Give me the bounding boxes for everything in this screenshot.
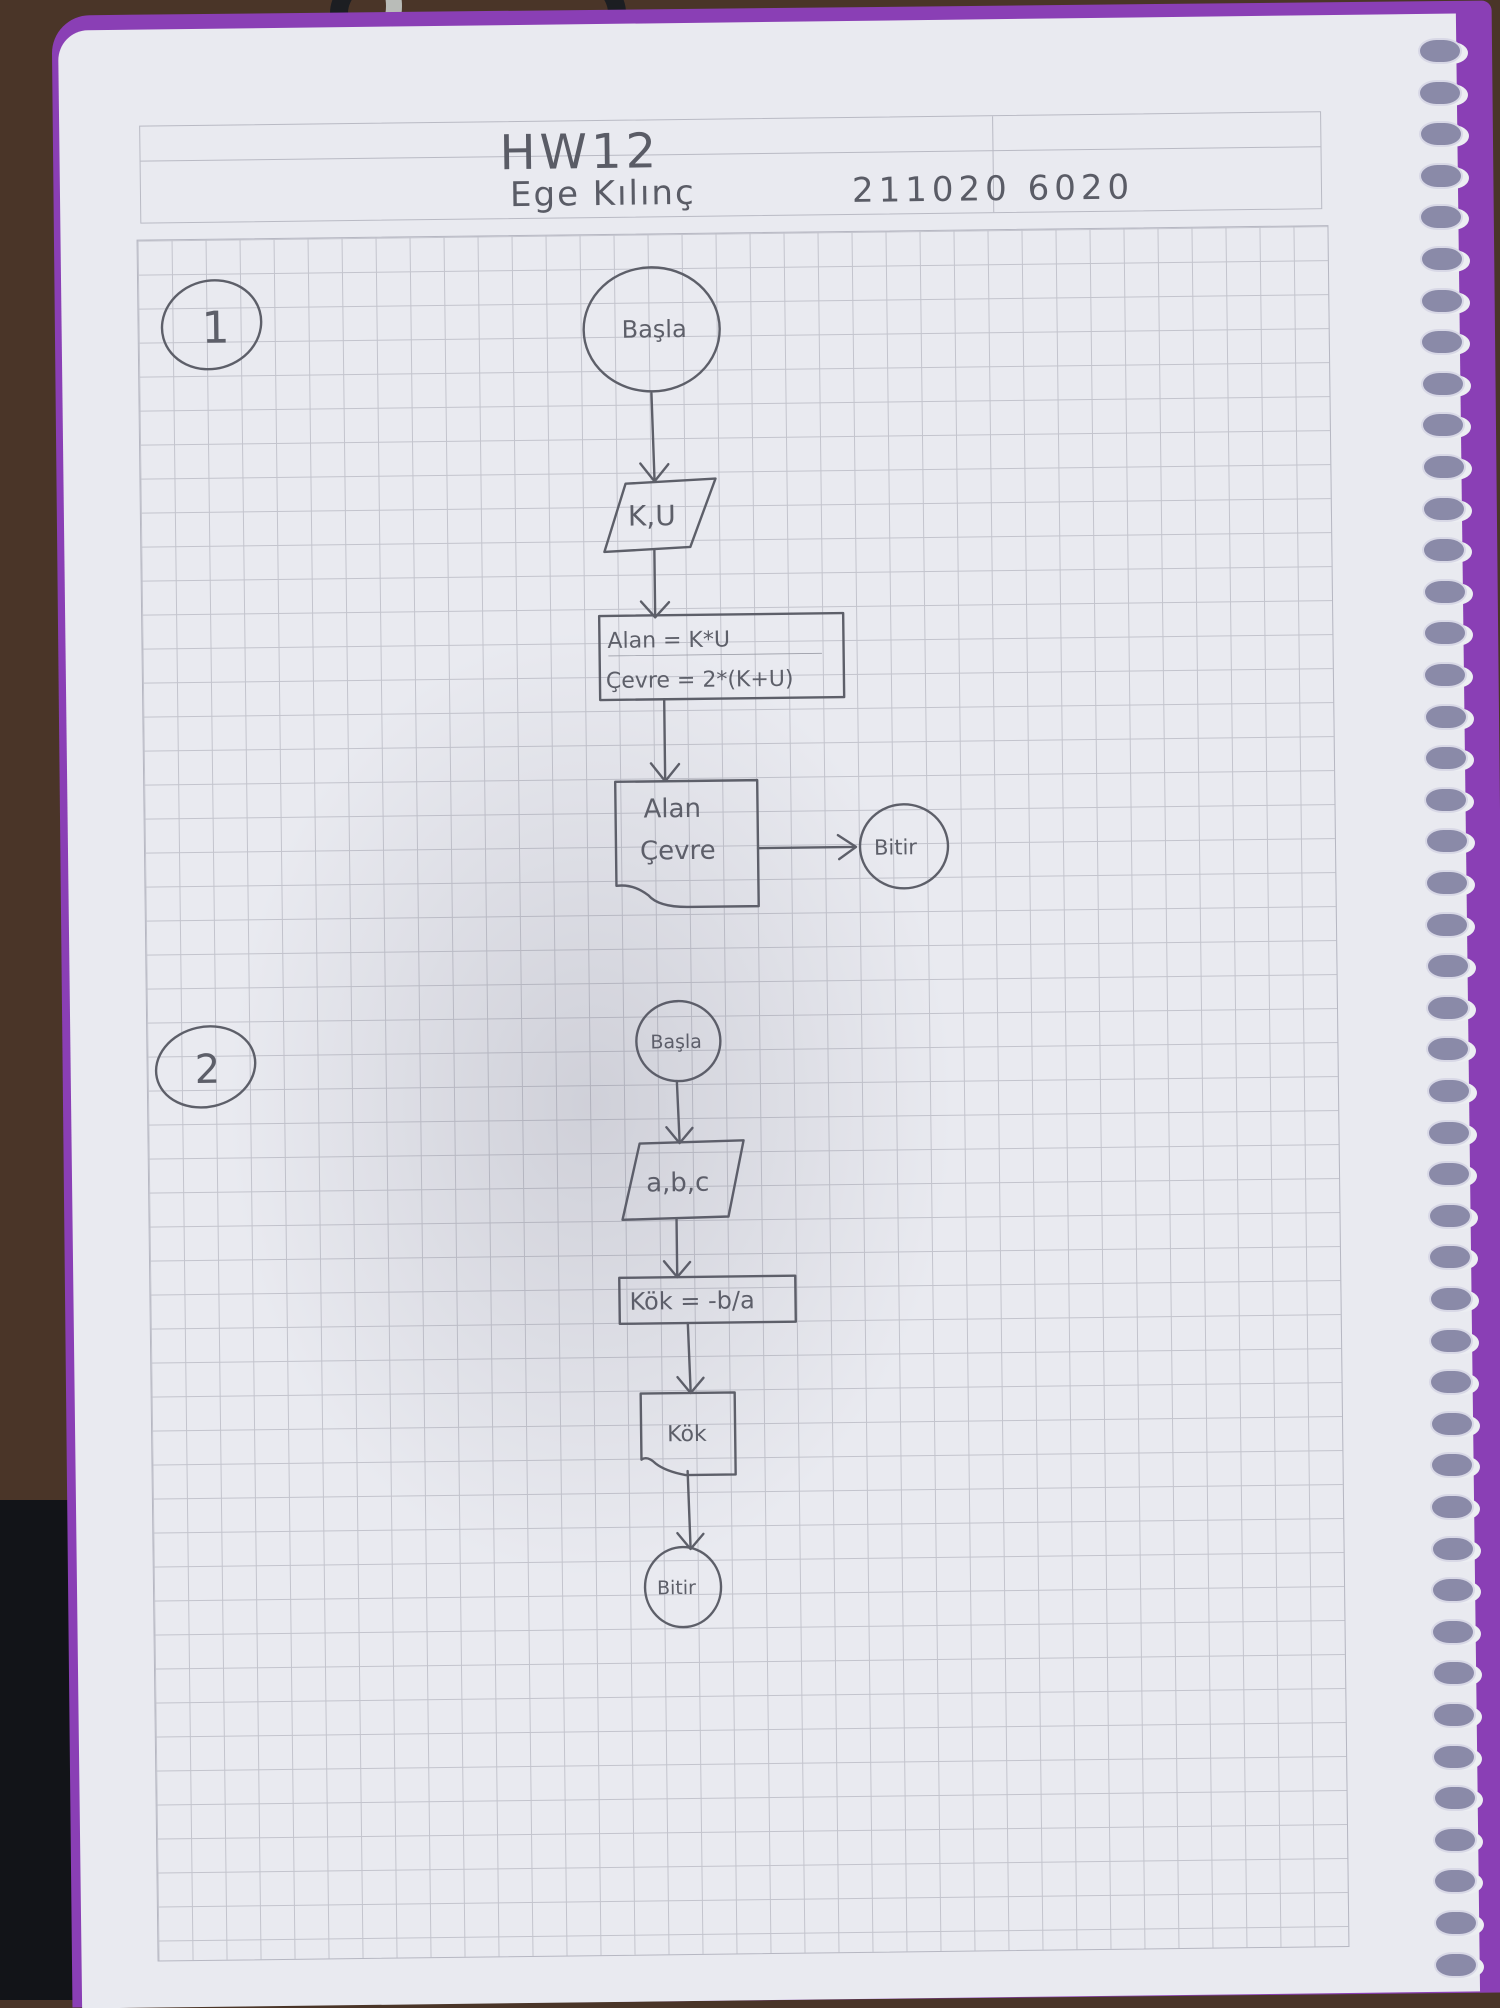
- end-label-1: Bitir: [874, 835, 918, 860]
- input-parallelogram-2: [621, 1139, 745, 1222]
- spiral-coil: [1433, 1910, 1478, 1936]
- arrow-process-to-output-1: [662, 698, 667, 781]
- input-parallelogram-1: [603, 477, 717, 554]
- start-terminator-2: [635, 999, 722, 1083]
- spiral-coil: [1426, 1036, 1471, 1063]
- spiral-coil: [1428, 1244, 1473, 1271]
- spiral-coil: [1419, 162, 1464, 189]
- end-terminator-1: [858, 803, 950, 890]
- input-label-2: a,b,c: [646, 1168, 710, 1199]
- spiral-binding: [1412, 18, 1500, 2000]
- spiral-coil: [1421, 412, 1466, 439]
- spiral-coil: [1422, 578, 1467, 605]
- process-label-1-line2: Çevre = 2*(K+U): [606, 667, 794, 694]
- start-terminator-1: [582, 266, 721, 393]
- arrow-input-to-process-2: [675, 1217, 679, 1277]
- spiral-coil: [1420, 329, 1465, 356]
- output-label-2: Kök: [667, 1422, 707, 1447]
- arrow-process-to-output-2: [686, 1321, 692, 1393]
- output-label-1-line1: Alan: [643, 794, 701, 825]
- spiral-coil: [1434, 1951, 1479, 1978]
- spiral-coil: [1422, 537, 1467, 564]
- spiral-coil: [1431, 1618, 1476, 1645]
- spiral-coil: [1428, 1286, 1473, 1312]
- arrow-input-to-process-1: [653, 548, 657, 617]
- spiral-coil: [1419, 204, 1464, 231]
- spiral-coil: [1431, 1660, 1476, 1687]
- spiral-coil: [1429, 1410, 1474, 1437]
- output-label-1-line2: Çevre: [640, 836, 716, 867]
- spiral-coil: [1426, 1078, 1471, 1104]
- arrow-start-to-input-1: [650, 392, 656, 481]
- process-label-1-line1: Alan = K*U: [607, 627, 730, 653]
- spiral-coil: [1426, 994, 1471, 1021]
- spiral-coil: [1433, 1826, 1478, 1853]
- spiral-coil: [1427, 1202, 1472, 1229]
- spiral-coil: [1423, 745, 1468, 772]
- end-terminator-2: [643, 1545, 723, 1629]
- spiral-coil: [1421, 495, 1466, 522]
- spiral-coil: [1424, 828, 1469, 855]
- process-box-2: [618, 1274, 797, 1326]
- spiral-coil: [1430, 1494, 1475, 1520]
- spiral-coil: [1418, 38, 1462, 64]
- spiral-coil: [1425, 870, 1469, 896]
- spiral-coil: [1432, 1785, 1477, 1812]
- start-label-1: Başla: [621, 315, 686, 344]
- end-label-2: Bitir: [657, 1577, 696, 1599]
- spiral-coil: [1430, 1535, 1475, 1562]
- output-document-2: [639, 1391, 737, 1477]
- notebook-page: HW12 Ege Kılınç 211020 6020: [57, 13, 1481, 2008]
- spiral-coil: [1427, 1161, 1472, 1188]
- spiral-coil: [1425, 953, 1470, 980]
- spiral-coil: [1430, 1577, 1475, 1604]
- problem-1-number: 1: [201, 303, 230, 354]
- flowchart-drawing: 1 Başla K,U Alan = K*U Çevre = 2*(K+U) A…: [154, 266, 950, 1629]
- spiral-coil: [1423, 703, 1468, 730]
- input-label-1: K,U: [628, 499, 676, 533]
- spiral-coil: [1428, 1327, 1473, 1354]
- spiral-coil: [1420, 287, 1465, 314]
- spiral-coil: [1432, 1702, 1476, 1728]
- spiral-coil: [1421, 454, 1466, 480]
- spiral-coil: [1420, 370, 1465, 397]
- process-label-2: Kök = -b/a: [629, 1286, 755, 1316]
- arrow-start-to-input-2: [675, 1079, 681, 1143]
- spiral-coil: [1433, 1868, 1478, 1895]
- spiral-coil: [1423, 662, 1468, 688]
- problem-1-number-circle: [160, 279, 263, 371]
- spiral-coil: [1425, 911, 1470, 938]
- spiral-coil: [1432, 1743, 1477, 1770]
- spiral-coil: [1419, 246, 1464, 272]
- process-box-1: [597, 611, 846, 702]
- spiral-coil: [1429, 1369, 1474, 1396]
- arrow-output-to-end-2: [686, 1469, 692, 1549]
- spiral-coil: [1429, 1452, 1474, 1479]
- start-label-2: Başla: [650, 1031, 702, 1054]
- arrow-output-to-end-1: [756, 845, 856, 850]
- spiral-coil: [1422, 620, 1467, 647]
- spiral-coil: [1427, 1119, 1472, 1146]
- spiral-coil: [1424, 786, 1469, 813]
- problem-2-number: 2: [194, 1047, 220, 1093]
- problem-2-number-circle: [154, 1025, 257, 1109]
- spiral-coil: [1418, 121, 1463, 148]
- spiral-coil: [1418, 79, 1463, 106]
- output-document-1: [613, 778, 760, 909]
